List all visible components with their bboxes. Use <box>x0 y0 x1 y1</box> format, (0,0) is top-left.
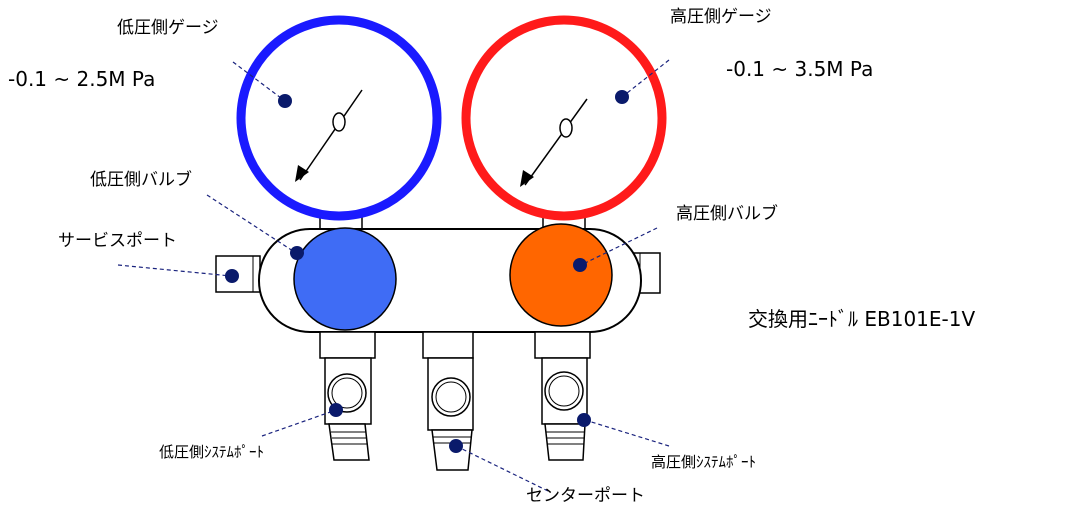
center-port <box>422 331 474 471</box>
leader-low-gauge <box>232 61 286 102</box>
markers <box>225 90 629 453</box>
low-system-port <box>319 331 376 461</box>
leader-high-system-port <box>584 419 670 447</box>
high-pressure-valve <box>509 223 613 327</box>
label-high-valve: 高圧側バルブ <box>676 204 778 224</box>
leader-low-system-port <box>261 409 337 437</box>
leader-service-port <box>117 264 232 277</box>
low-pressure-valve <box>293 227 397 331</box>
marker-service-port <box>225 269 239 283</box>
label-low-gauge: 低圧側ゲージ <box>117 18 219 38</box>
marker-high-system-port <box>577 413 591 427</box>
leader-center-port <box>455 445 549 492</box>
high-port-neck <box>534 331 591 359</box>
leader-low-valve <box>206 194 297 254</box>
label-high-system-port: 高圧側ｼｽﾃﾑﾎﾟｰﾄ <box>651 453 757 471</box>
high-port-flare <box>544 423 586 461</box>
marker-low-system-port <box>329 403 343 417</box>
label-high-range: -0.1 ~ 3.5M Pa <box>726 57 874 81</box>
label-low-system-port: 低圧側ｼｽﾃﾑﾎﾟｰﾄ <box>159 443 265 461</box>
low-port-opening-inner <box>331 377 363 409</box>
low-port-neck <box>319 331 376 359</box>
high-gauge-needle-tip <box>520 170 534 187</box>
leader-high-valve <box>580 227 658 266</box>
marker-center-port <box>449 439 463 453</box>
center-port-neck <box>422 331 474 359</box>
low-port-flare <box>328 423 370 461</box>
marker-low-valve <box>290 246 304 260</box>
high-system-port <box>534 331 591 461</box>
center-port-opening-inner <box>435 381 467 413</box>
label-low-range: -0.1 ~ 2.5M Pa <box>8 67 156 91</box>
label-high-gauge: 高圧側ゲージ <box>670 7 772 27</box>
high-gauge-pivot <box>559 118 573 138</box>
marker-high-valve <box>573 258 587 272</box>
marker-high-gauge <box>615 90 629 104</box>
high-gauge-dial <box>461 15 667 221</box>
leader-high-gauge <box>621 59 670 98</box>
high-pressure-gauge <box>461 15 667 221</box>
high-port-opening-inner <box>548 375 580 407</box>
low-gauge-needle <box>299 89 363 181</box>
label-service-port: サービスポート <box>58 231 177 251</box>
leader-lines <box>117 59 670 492</box>
low-gauge-pivot <box>332 112 346 132</box>
label-center-port: センターポート <box>526 486 645 506</box>
label-low-valve: 低圧側バルブ <box>90 170 192 190</box>
low-pressure-gauge <box>236 15 442 221</box>
label-needle-note: 交換用ﾆｰﾄﾞﾙ EB101E-1V <box>748 307 976 331</box>
low-gauge-needle-tip <box>295 165 309 182</box>
high-gauge-needle <box>524 98 588 186</box>
marker-low-gauge <box>278 94 292 108</box>
